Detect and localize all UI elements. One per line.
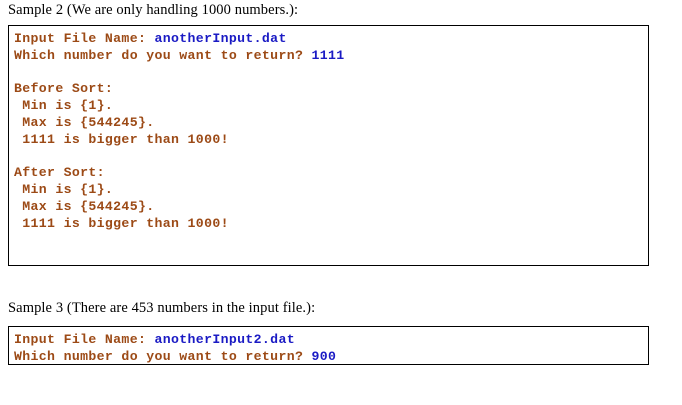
console-line-label: 1111 is bigger than 1000! xyxy=(14,131,229,147)
console-line-label xyxy=(14,65,22,80)
console-line: Max is {544245}. xyxy=(14,115,648,132)
console-line-label: 1111 is bigger than 1000! xyxy=(14,215,229,231)
sample-3-caption: Sample 3 (There are 453 numbers in the i… xyxy=(8,300,316,316)
console-line: 1111 is bigger than 1000! xyxy=(14,132,648,149)
console-line-label: Max is {544245}. xyxy=(14,114,155,130)
console-line: Input File Name: anotherInput2.dat xyxy=(14,332,648,349)
console-line-label: Max is {544245}. xyxy=(14,198,155,214)
console-line: Before Sort: xyxy=(14,81,648,98)
console-line-label: Which number do you want to return? xyxy=(14,348,312,364)
console-line-value: 1111 xyxy=(311,47,345,63)
console-line: After Sort: xyxy=(14,165,648,182)
console-line: 1111 is bigger than 1000! xyxy=(14,216,648,233)
console-line-label: After Sort: xyxy=(14,165,105,181)
console-line-label xyxy=(14,149,22,164)
console-line-label: Input File Name: xyxy=(14,332,155,347)
console-line: Which number do you want to return? 1111 xyxy=(14,48,648,65)
console-line: Which number do you want to return? 900 xyxy=(14,348,648,364)
console-line: Input File Name: anotherInput.dat xyxy=(14,31,648,48)
console-line-value: anotherInput2.dat xyxy=(154,332,295,347)
console-line-label: Min is {1}. xyxy=(14,182,114,198)
console-line: Max is {544245}. xyxy=(14,199,648,216)
console-line-value: 900 xyxy=(311,348,337,364)
console-line xyxy=(14,65,648,82)
console-line xyxy=(14,149,648,166)
console-line-label: Before Sort: xyxy=(14,81,114,97)
console-line-value: anotherInput.dat xyxy=(154,31,287,46)
sample-2-caption: Sample 2 (We are only handling 1000 numb… xyxy=(8,2,299,18)
console-line: Min is {1}. xyxy=(14,182,648,199)
console-line-label: Which number do you want to return? xyxy=(14,47,312,63)
console-line-label: Input File Name: xyxy=(14,31,155,46)
console-line: Min is {1}. xyxy=(14,98,648,115)
console-line-label: Min is {1}. xyxy=(14,98,114,114)
